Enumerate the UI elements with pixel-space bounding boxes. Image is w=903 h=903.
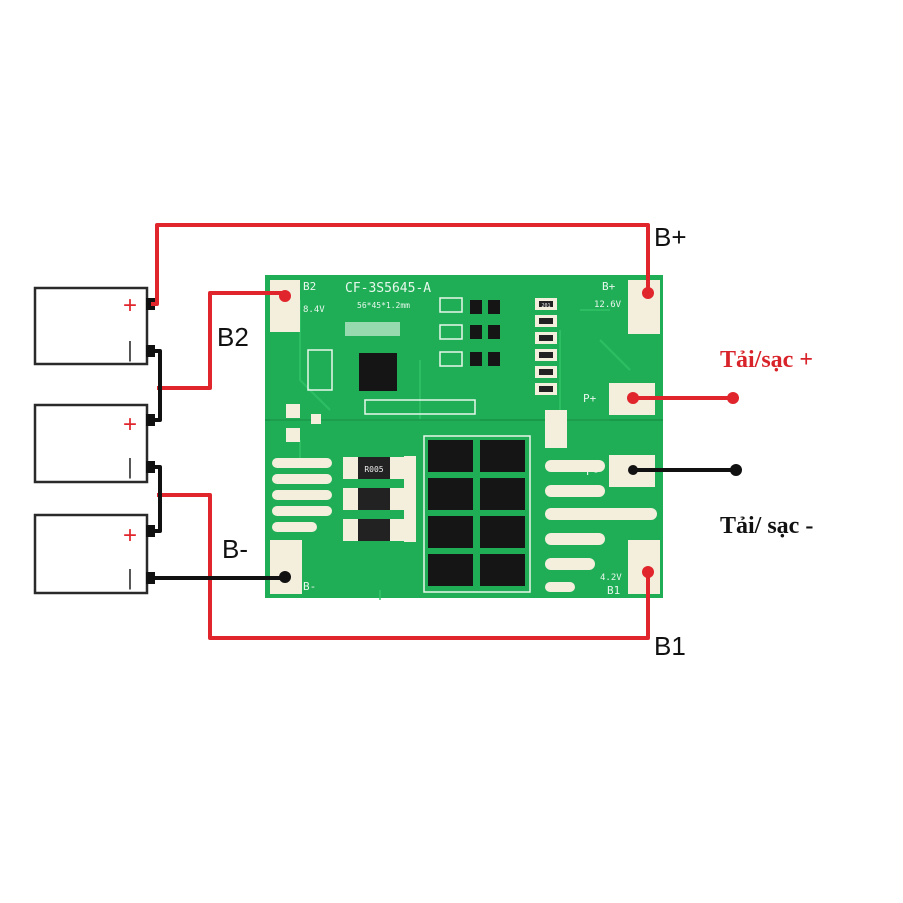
pad-b1-voltage: 4.2V xyxy=(600,573,622,583)
shunt-resistors: R005 xyxy=(343,456,416,542)
pad-bplus-voltage: 12.6V xyxy=(594,300,622,310)
bms-board: CF-3S5645-A 56*45*1.2mm B2 8.4V B+ 12.6V… xyxy=(265,275,663,600)
sot-transistors xyxy=(470,300,500,366)
pad-b2-label: B2 xyxy=(303,280,316,293)
cell-terminals xyxy=(146,298,155,584)
cell-bottom-plus: + xyxy=(123,522,137,549)
board-model-label: CF-3S5645-A xyxy=(345,281,431,296)
test-pads xyxy=(286,404,321,442)
smd-resistors: 201 xyxy=(535,298,557,395)
pad-b1: 4.2V B1 xyxy=(600,540,660,597)
smd-footprints xyxy=(307,297,476,415)
diode xyxy=(545,410,567,448)
pad-pplus-label: P+ xyxy=(583,392,597,405)
wire-series-1 xyxy=(151,349,162,422)
wires-red xyxy=(151,223,733,640)
label-load-minus: Tải/ sạc - xyxy=(720,513,813,539)
cell-bottom-minus: | xyxy=(127,565,133,590)
battery-cell-middle: + | xyxy=(33,403,149,484)
pad-b1-label: B1 xyxy=(607,584,620,597)
mosfets xyxy=(428,440,525,586)
right-copper-strips xyxy=(545,460,657,592)
label-b2: B2 xyxy=(217,322,249,352)
board-size-label: 56*45*1.2mm xyxy=(357,301,410,310)
label-load-plus: Tải/sạc + xyxy=(720,347,813,373)
battery-cell-bottom: + | xyxy=(33,513,149,595)
pad-bplus: B+ 12.6V xyxy=(594,280,660,334)
load-plus-terminal xyxy=(727,392,739,404)
load-minus-terminal xyxy=(730,464,742,476)
smd-code: 201 xyxy=(541,303,550,309)
left-copper-strips xyxy=(272,458,332,532)
label-b1: B1 xyxy=(654,631,686,661)
cell-middle-plus: + xyxy=(123,411,137,438)
cell-top-plus: + xyxy=(123,292,137,319)
pad-bplus-label: B+ xyxy=(602,280,616,293)
shunt-code: R005 xyxy=(364,465,383,474)
wire-bplus xyxy=(151,223,650,306)
cell-middle-minus: | xyxy=(127,454,133,479)
pad-bminus-label: B- xyxy=(303,580,316,593)
wire-b2 xyxy=(157,291,285,390)
cell-top-minus: | xyxy=(127,337,133,362)
label-bplus: B+ xyxy=(654,222,687,252)
control-ic xyxy=(359,353,397,391)
wire-series-2 xyxy=(151,465,162,533)
wire-b1 xyxy=(157,493,650,640)
label-bminus: B- xyxy=(222,534,248,564)
battery-cell-top: + | xyxy=(33,286,149,366)
pad-b2-voltage: 8.4V xyxy=(303,305,325,315)
wires-black xyxy=(151,349,736,580)
